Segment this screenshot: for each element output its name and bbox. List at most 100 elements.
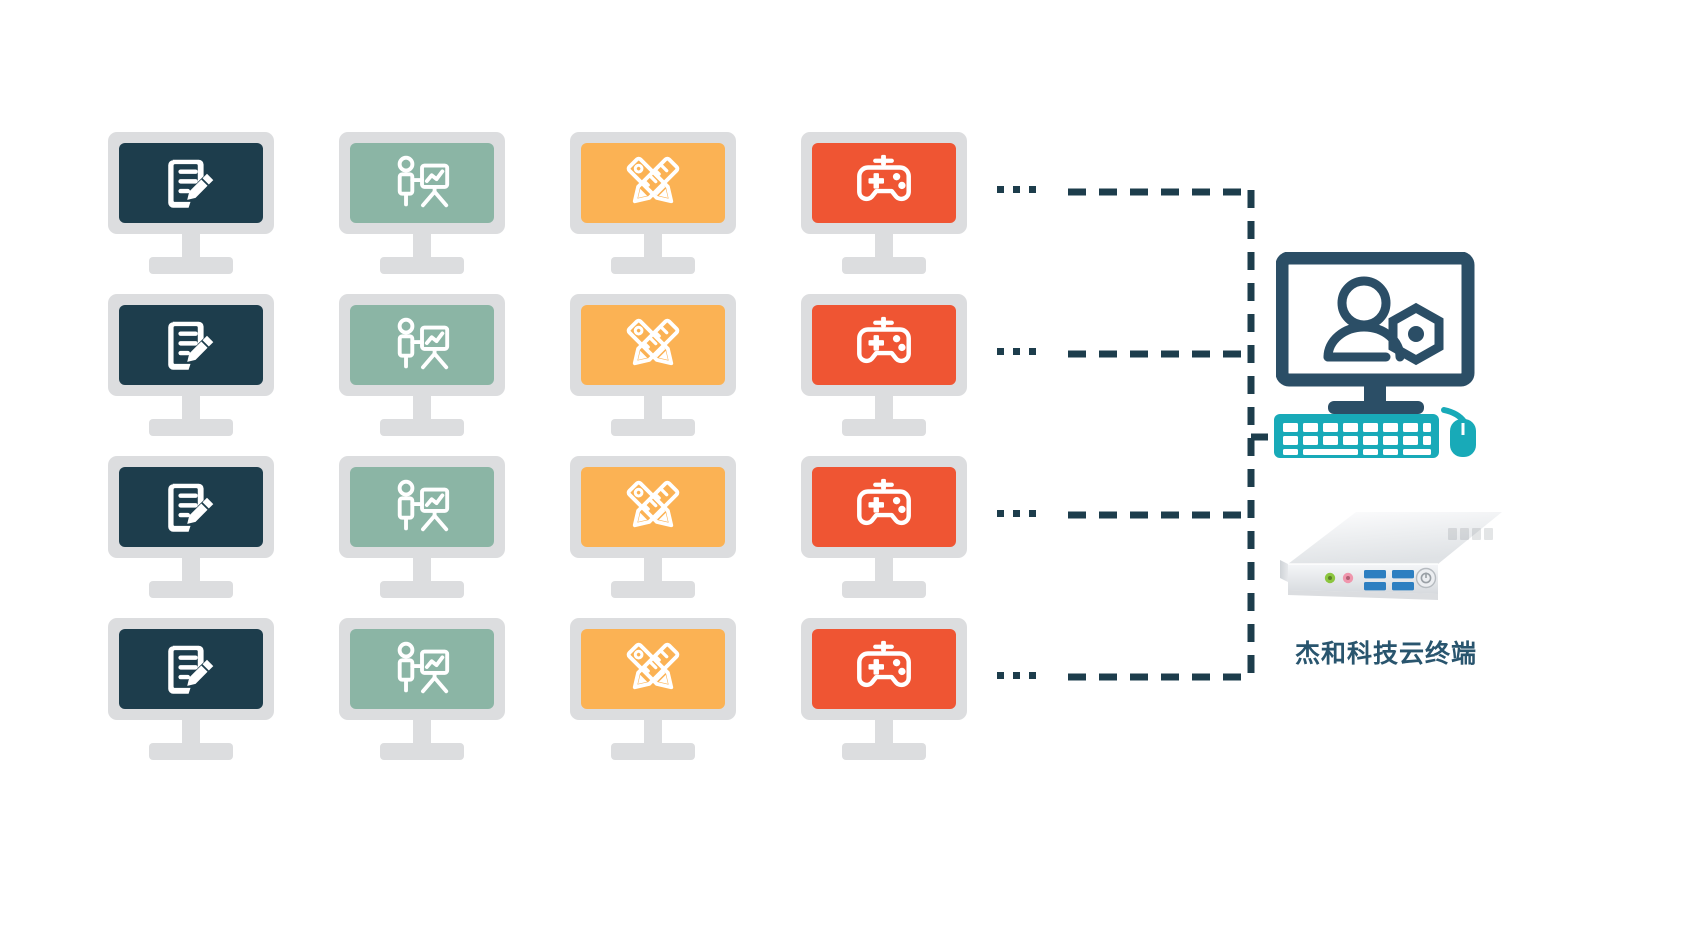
monitor-base — [380, 743, 464, 760]
monitor-neck — [644, 234, 662, 260]
connector-branches — [1068, 188, 1268, 681]
usb-port — [1364, 570, 1386, 579]
monitor-base — [611, 257, 695, 274]
monitor-neck — [875, 234, 893, 260]
monitor-screen — [119, 467, 263, 547]
client-monitor-design[interactable] — [570, 294, 736, 438]
ellipsis-dot — [997, 186, 1004, 193]
monitor-base — [842, 743, 926, 760]
monitor-screen — [812, 305, 956, 385]
monitor-neck — [413, 234, 431, 260]
ellipsis-dot — [997, 348, 1004, 355]
gear-center-icon — [1408, 326, 1424, 342]
client-monitor-design[interactable] — [570, 132, 736, 276]
ellipsis-dot — [997, 510, 1004, 517]
row-ellipsis — [997, 186, 1036, 193]
ellipsis-dot — [1029, 186, 1036, 193]
client-monitor-document[interactable] — [108, 294, 274, 438]
monitor-base — [611, 419, 695, 436]
client-monitor-gaming[interactable] — [801, 618, 967, 762]
monitor-base — [611, 743, 695, 760]
game-controller-icon — [857, 478, 911, 526]
ellipsis-dot — [1013, 186, 1020, 193]
client-monitor-presentation[interactable] — [339, 294, 505, 438]
usb-port — [1364, 582, 1386, 591]
document-edit-icon — [168, 321, 214, 370]
monitor-neck — [182, 234, 200, 260]
ellipsis-dot — [1029, 348, 1036, 355]
monitor-screen — [581, 305, 725, 385]
row-ellipsis — [997, 348, 1036, 355]
monitor-screen — [119, 143, 263, 223]
row-ellipsis — [997, 510, 1036, 517]
monitor-screen — [812, 467, 956, 547]
game-controller-icon — [857, 316, 911, 364]
client-monitor-presentation[interactable] — [339, 132, 505, 276]
monitor-screen — [350, 629, 494, 709]
monitor-base — [842, 581, 926, 598]
ellipsis-dot — [1013, 348, 1020, 355]
monitor-neck — [182, 396, 200, 422]
client-monitor-presentation[interactable] — [339, 456, 505, 600]
usb-port — [1392, 570, 1414, 579]
usb-port — [1392, 582, 1414, 591]
monitor-neck — [875, 396, 893, 422]
client-monitor-presentation[interactable] — [339, 618, 505, 762]
monitor-base — [149, 581, 233, 598]
monitor-screen — [812, 629, 956, 709]
monitor-neck — [1364, 380, 1386, 406]
monitor-base — [611, 581, 695, 598]
ellipsis-dot — [997, 672, 1004, 679]
monitor-neck — [644, 396, 662, 422]
gear-hex-icon — [1388, 302, 1444, 366]
presentation-board-icon — [397, 155, 450, 208]
monitor-base — [149, 419, 233, 436]
monitor-neck — [413, 720, 431, 746]
ellipsis-dot — [1029, 672, 1036, 679]
pencil-ruler-icon — [626, 318, 680, 366]
monitor-neck — [644, 558, 662, 584]
monitor-neck — [644, 720, 662, 746]
monitor-base — [842, 257, 926, 274]
monitor-base — [1328, 401, 1424, 414]
client-monitor-gaming[interactable] — [801, 132, 967, 276]
client-monitor-document[interactable] — [108, 456, 274, 600]
client-monitor-document[interactable] — [108, 132, 274, 276]
pencil-ruler-icon — [626, 156, 680, 204]
client-monitor-design[interactable] — [570, 618, 736, 762]
monitor-neck — [413, 396, 431, 422]
document-edit-icon — [168, 483, 214, 532]
monitor-screen — [812, 143, 956, 223]
pencil-ruler-icon — [626, 642, 680, 690]
presentation-board-icon — [397, 479, 450, 532]
mini-pc-base-edge — [1288, 590, 1438, 600]
ellipsis-dot — [1013, 672, 1020, 679]
game-controller-icon — [857, 640, 911, 688]
monitor-screen — [119, 305, 263, 385]
ellipsis-dot — [1013, 510, 1020, 517]
monitor-screen — [581, 629, 725, 709]
game-controller-icon — [857, 154, 911, 202]
monitor-screen — [350, 143, 494, 223]
cloud-terminal-cluster: 杰和科技云终端 — [1270, 252, 1510, 712]
mouse-icon — [1450, 419, 1476, 457]
client-monitor-grid — [108, 132, 1036, 762]
client-monitor-document[interactable] — [108, 618, 274, 762]
monitor-screen — [119, 629, 263, 709]
monitor-base — [842, 419, 926, 436]
cloud-terminal-caption: 杰和科技云终端 — [1294, 640, 1477, 668]
mini-pc-side — [1280, 560, 1288, 582]
monitor-base — [149, 257, 233, 274]
monitor-base — [380, 257, 464, 274]
mini-pc-top — [1288, 512, 1502, 564]
client-monitor-gaming[interactable] — [801, 456, 967, 600]
keyboard-mouse-group — [1274, 414, 1476, 458]
monitor-screen — [350, 305, 494, 385]
monitor-base — [149, 743, 233, 760]
client-monitor-design[interactable] — [570, 456, 736, 600]
mini-pc-icon — [1280, 512, 1502, 600]
client-monitor-gaming[interactable] — [801, 294, 967, 438]
document-edit-icon — [168, 159, 214, 208]
monitor-neck — [182, 558, 200, 584]
presentation-board-icon — [397, 317, 450, 370]
